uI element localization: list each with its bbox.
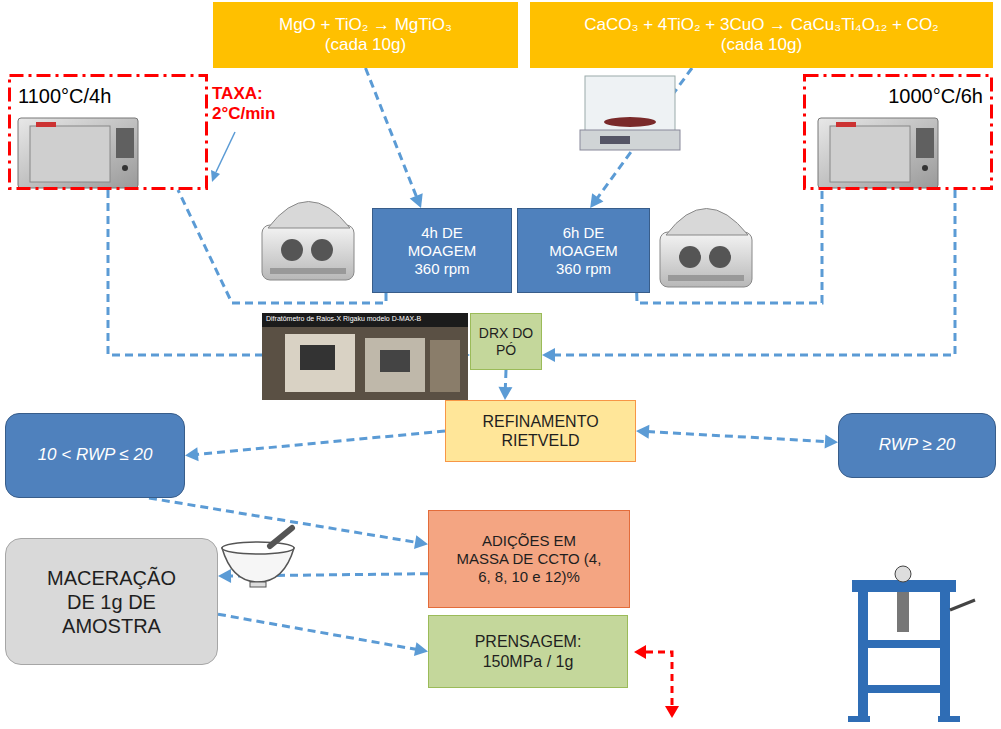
reaction-box: MgO + TiO₂ → MgTiO₃(cada 10g) (213, 2, 518, 68)
node-text: CaCO₃ + 4TiO₂ + 3CuO → CaCu₃Ti₄O₁₂ + CO₂ (584, 15, 938, 35)
node-text: RWP ≥ 20 (879, 435, 955, 455)
flow-connector (366, 68, 423, 208)
arrowhead (542, 348, 555, 362)
addition-box: ADIÇÕES EM MASSA DE CCTO (4, 6, 8, 10 e … (428, 510, 630, 608)
flow-connector (218, 614, 428, 656)
node-text: ADIÇÕES EM MASSA DE CCTO (4, 6, 8, 10 e … (454, 532, 604, 586)
node-text: PRENSAGEM: 150MPa / 1g (448, 632, 608, 670)
milling-box: 6h DE MOAGEM 360 rpm (517, 208, 650, 293)
xrd-box: DRX DO PÓ (470, 313, 542, 370)
criterion-box: RWP ≥ 20 (838, 413, 996, 478)
rate-note: TAXA: 2°C/min (212, 84, 304, 123)
node-text: (cada 10g) (721, 35, 802, 55)
refinement-box: REFINAMENTO RIETVELD (445, 400, 636, 462)
furnace-icon (18, 118, 138, 188)
connector-line (196, 431, 445, 455)
photo-caption: Difratômetro de Raios-X Rigaku modelo D-… (266, 315, 464, 323)
arrowhead (498, 387, 512, 400)
node-text: 6h DE MOAGEM 360 rpm (544, 224, 624, 278)
arrowhead (825, 435, 838, 449)
connector-line (647, 432, 827, 442)
flow-connector (637, 190, 822, 303)
node-text: MACERAÇÃO DE 1g DE AMOSTRA (37, 566, 187, 638)
flow-connector (636, 425, 838, 449)
node-text: DRX DO PÓ (478, 325, 534, 359)
ball-mill-icon (262, 202, 354, 281)
flow-connector (498, 370, 512, 400)
criterion-box: 10 < RWP ≤ 20 (5, 413, 185, 498)
furnace-icon (818, 118, 938, 188)
node-text: REFINAMENTO RIETVELD (456, 412, 626, 450)
flow-connector (178, 190, 386, 303)
arrowhead (185, 447, 199, 461)
connector-line (504, 370, 508, 389)
dash-dot-outline (805, 76, 992, 189)
node-text: 1000°C/6h (888, 84, 983, 108)
node-text: 10 < RWP ≤ 20 (38, 445, 153, 465)
flow-connector (185, 431, 445, 461)
arrowhead (414, 535, 428, 549)
node-text: MgO + TiO₂ → MgTiO₃ (279, 15, 452, 35)
milling-box: 4h DE MOAGEM 360 rpm (372, 208, 512, 293)
leader-arrow (211, 132, 235, 182)
arrowhead (590, 193, 603, 208)
furnace-condition-box: 1100°C/4h (8, 74, 208, 190)
balance-icon (580, 76, 680, 150)
connector-line (366, 68, 417, 198)
mortar-pestle-icon (222, 528, 294, 587)
node-text: 4h DE MOAGEM 360 rpm (402, 224, 482, 278)
arrowhead (218, 569, 231, 583)
ball-mill-icon (660, 209, 752, 288)
arrowhead (410, 193, 423, 208)
hydraulic-press-icon (848, 566, 975, 722)
connector-line (637, 190, 822, 303)
xrd-photo (262, 313, 468, 400)
reaction-box: CaCO₃ + 4TiO₂ + 3CuO → CaCu₃Ti₄O₁₂ + CO₂… (530, 2, 993, 68)
connector-line (178, 190, 386, 303)
connector-line (218, 614, 417, 649)
arrowhead (636, 425, 649, 439)
node-text: (cada 10g) (325, 35, 406, 55)
arrowhead (414, 642, 428, 656)
furnace-condition-box: 1000°C/6h (803, 74, 993, 190)
maceration-box: MACERAÇÃO DE 1g DE AMOSTRA (5, 538, 218, 665)
node-text: 1100°C/4h (18, 84, 111, 108)
pressing-box: PRENSAGEM: 150MPa / 1g (428, 615, 628, 688)
output-arrow (634, 645, 679, 718)
dash-dot-outline (10, 76, 207, 189)
